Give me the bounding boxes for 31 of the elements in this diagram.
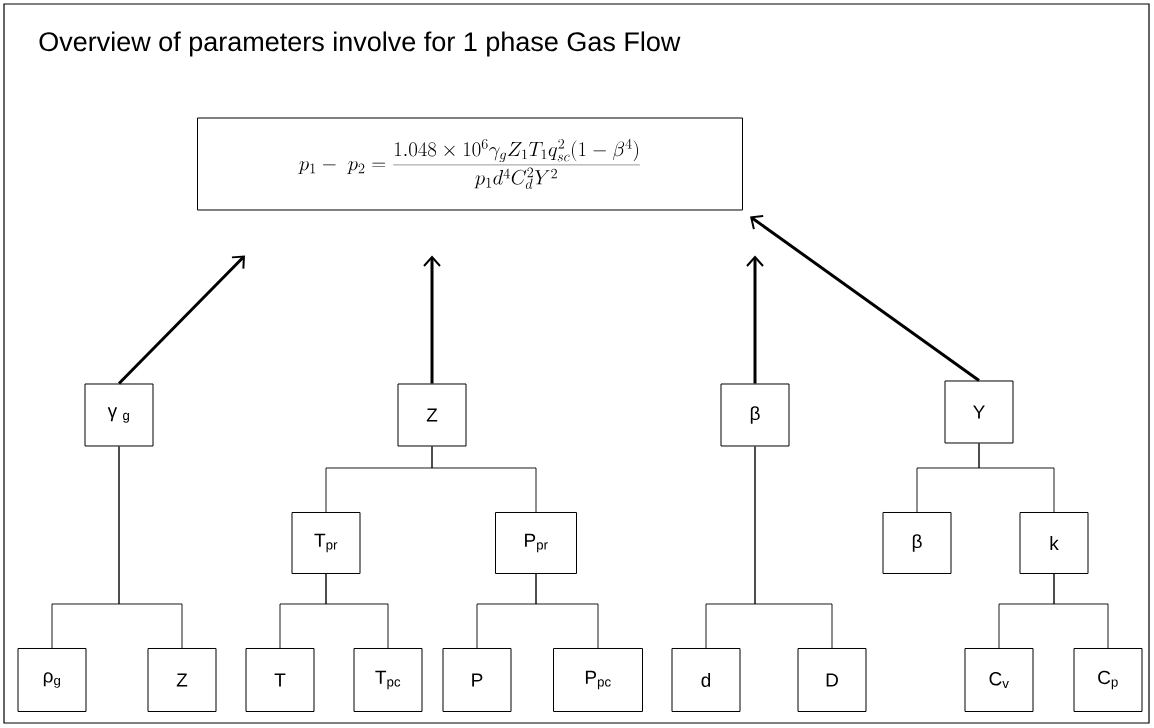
parameter-box: d	[671, 648, 741, 712]
connector-line	[1053, 573, 1109, 649]
connector-line	[118, 446, 183, 649]
formula-box: $p_1 - \; p_2 = \frac{1.048 \times 10^6 \gamma_g Z_1 T_1 q_{sc}^2 (1-\beta^4)}{p_1 d^4 C_d^2 Y^2}$	[197, 117, 743, 211]
connector-line	[754, 446, 833, 649]
parameter-box: P	[442, 648, 512, 712]
arrow	[750, 215, 980, 382]
parameter-box: Y	[944, 380, 1014, 444]
parameter-box: β	[720, 383, 790, 447]
connector-line	[535, 573, 599, 649]
parameter-box: Z	[147, 648, 217, 712]
arrow	[423, 255, 441, 384]
parameter-box: P$_{pr}$	[495, 512, 577, 574]
arrow	[117, 255, 245, 385]
parameter-box: D	[797, 648, 867, 712]
parameter-box: T	[245, 648, 315, 712]
title: Overview of parameters involve for 1 phase Gas Flow	[39, 31, 681, 57]
parameter-box: β	[882, 512, 952, 574]
connector-line	[325, 573, 389, 649]
parameter-box: γ $_{g}$	[84, 383, 154, 447]
connector-line	[431, 446, 537, 513]
parameter-box: T$_{pr}$	[291, 512, 361, 574]
parameter-box: C$_{v}$	[964, 648, 1034, 712]
parameter-box: ρ$_{g}$	[17, 648, 87, 712]
parameter-box: Z	[397, 383, 467, 447]
parameter-box: C$_{p}$	[1073, 648, 1143, 712]
connector-line	[978, 443, 1055, 513]
parameter-box: k	[1019, 512, 1089, 574]
arrow	[746, 255, 764, 384]
parameter-box: P$_{pc}$	[553, 648, 643, 712]
parameter-box: T$_{pc}$	[353, 648, 423, 712]
